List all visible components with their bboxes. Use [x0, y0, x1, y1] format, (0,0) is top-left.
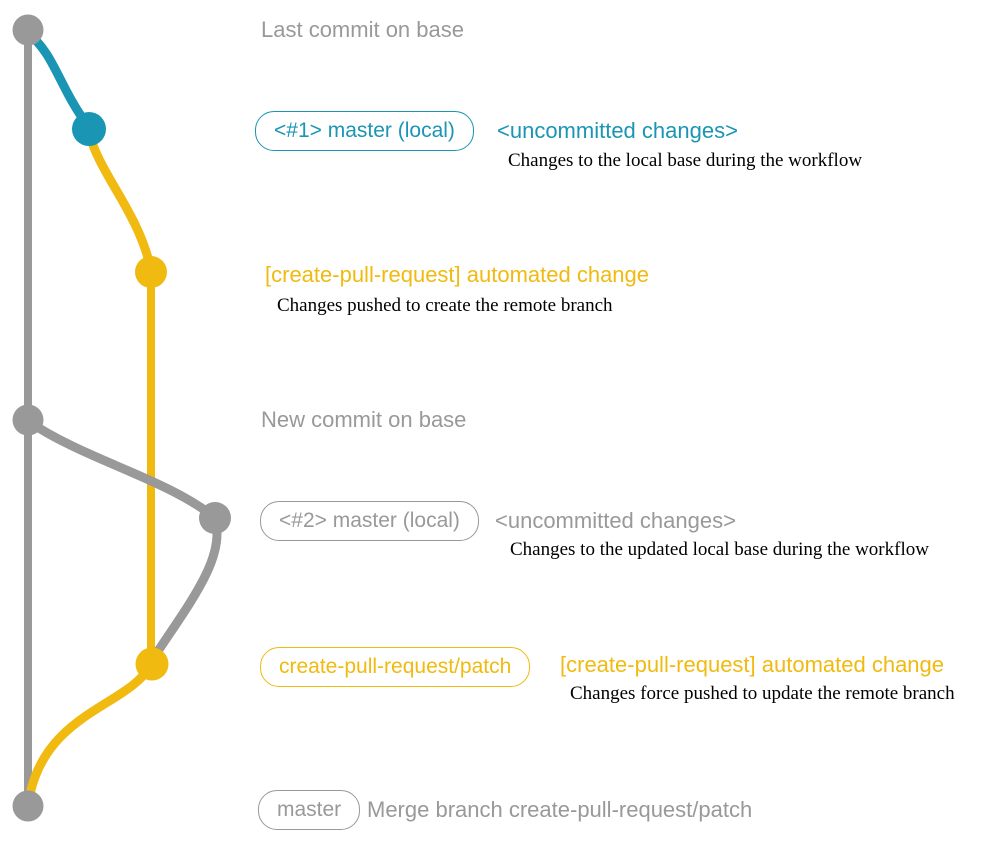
badge-create-pull-request-patch: create-pull-request/patch — [260, 647, 531, 687]
label-new-commit-on-base: New commit on base — [261, 407, 467, 432]
commit-node-remote-created — [135, 256, 167, 288]
badge-master-local-1: <#1> master (local) — [255, 111, 474, 151]
desc-uncommitted-changes-1: Changes to the local base during the wor… — [508, 150, 863, 171]
badge-master: master — [258, 790, 361, 830]
commit-node-last-base — [12, 14, 44, 46]
commit-node-remote-force-updated — [135, 647, 169, 681]
label-uncommitted-changes-1: <uncommitted changes> — [497, 118, 738, 143]
remote-branch-merge-line — [25, 660, 156, 799]
commit-node-local-master-2 — [199, 502, 231, 534]
desc-uncommitted-changes-2: Changes to the updated local base during… — [510, 539, 929, 560]
label-merge-branch: Merge branch create-pull-request/patch — [367, 797, 753, 822]
commit-node-merge — [12, 790, 44, 822]
label-automated-change-1: [create-pull-request] automated change — [265, 262, 650, 287]
desc-automated-change-1: Changes pushed to create the remote bran… — [277, 295, 613, 316]
local-branch-2-force-push-line — [151, 514, 222, 659]
label-last-commit-on-base: Last commit on base — [261, 17, 464, 42]
label-automated-change-2: [create-pull-request] automated change — [560, 652, 945, 677]
commit-node-local-master-1 — [72, 112, 106, 146]
label-uncommitted-changes-2: <uncommitted changes> — [495, 508, 736, 533]
desc-automated-change-2: Changes force pushed to update the remot… — [570, 683, 955, 704]
local-branch-1-line — [23, 28, 93, 131]
local-branch-2-line — [23, 416, 219, 522]
remote-branch-create-line — [84, 127, 155, 271]
commit-node-new-base — [12, 404, 44, 436]
badge-master-local-2: <#2> master (local) — [260, 501, 479, 541]
